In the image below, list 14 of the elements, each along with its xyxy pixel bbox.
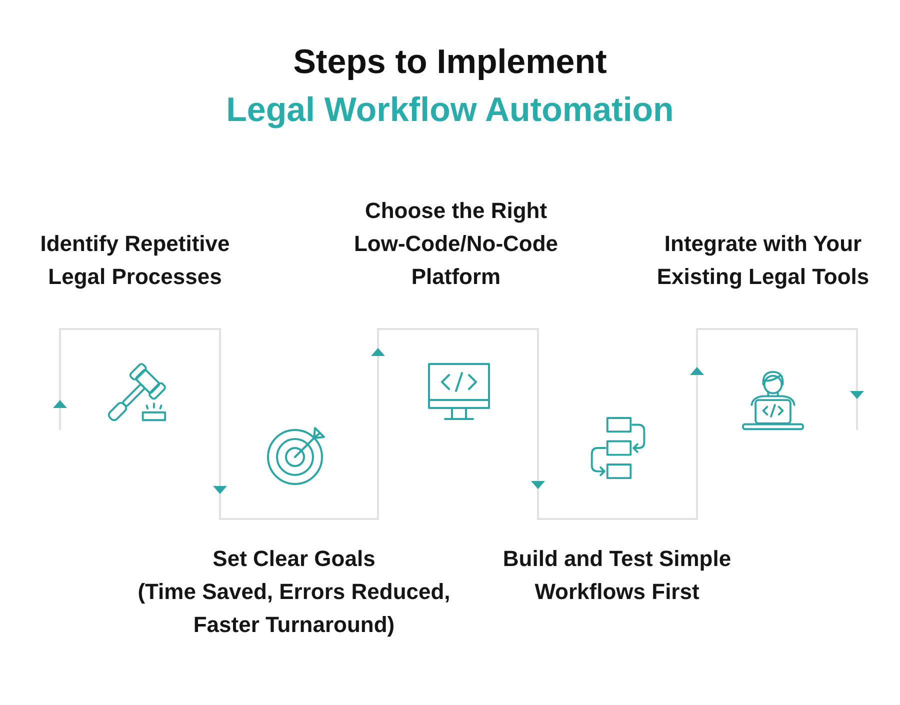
title: Steps to Implement bbox=[293, 42, 607, 83]
subtitle: Legal Workflow Automation bbox=[226, 90, 674, 131]
flow-arrow bbox=[531, 348, 545, 489]
flow-arrow bbox=[850, 367, 864, 399]
step-note: (Time Saved, Errors Reduced, Faster Turnaround) bbox=[136, 578, 452, 639]
step-heading: Build and Test Simple Workflows First bbox=[502, 545, 732, 606]
step-heading: Identify Repetitive Legal Processes bbox=[39, 230, 231, 291]
flow-arrow bbox=[371, 348, 385, 494]
flow-arrow bbox=[690, 367, 704, 489]
step-heading: Integrate with Your Existing Legal Tools bbox=[656, 230, 870, 291]
flow-arrow bbox=[213, 400, 227, 494]
step-heading: Choose the Right Low-Code/No-Code Platform bbox=[352, 197, 560, 291]
flow-arrow bbox=[53, 400, 67, 430]
step-heading: Set Clear Goals bbox=[212, 545, 376, 573]
